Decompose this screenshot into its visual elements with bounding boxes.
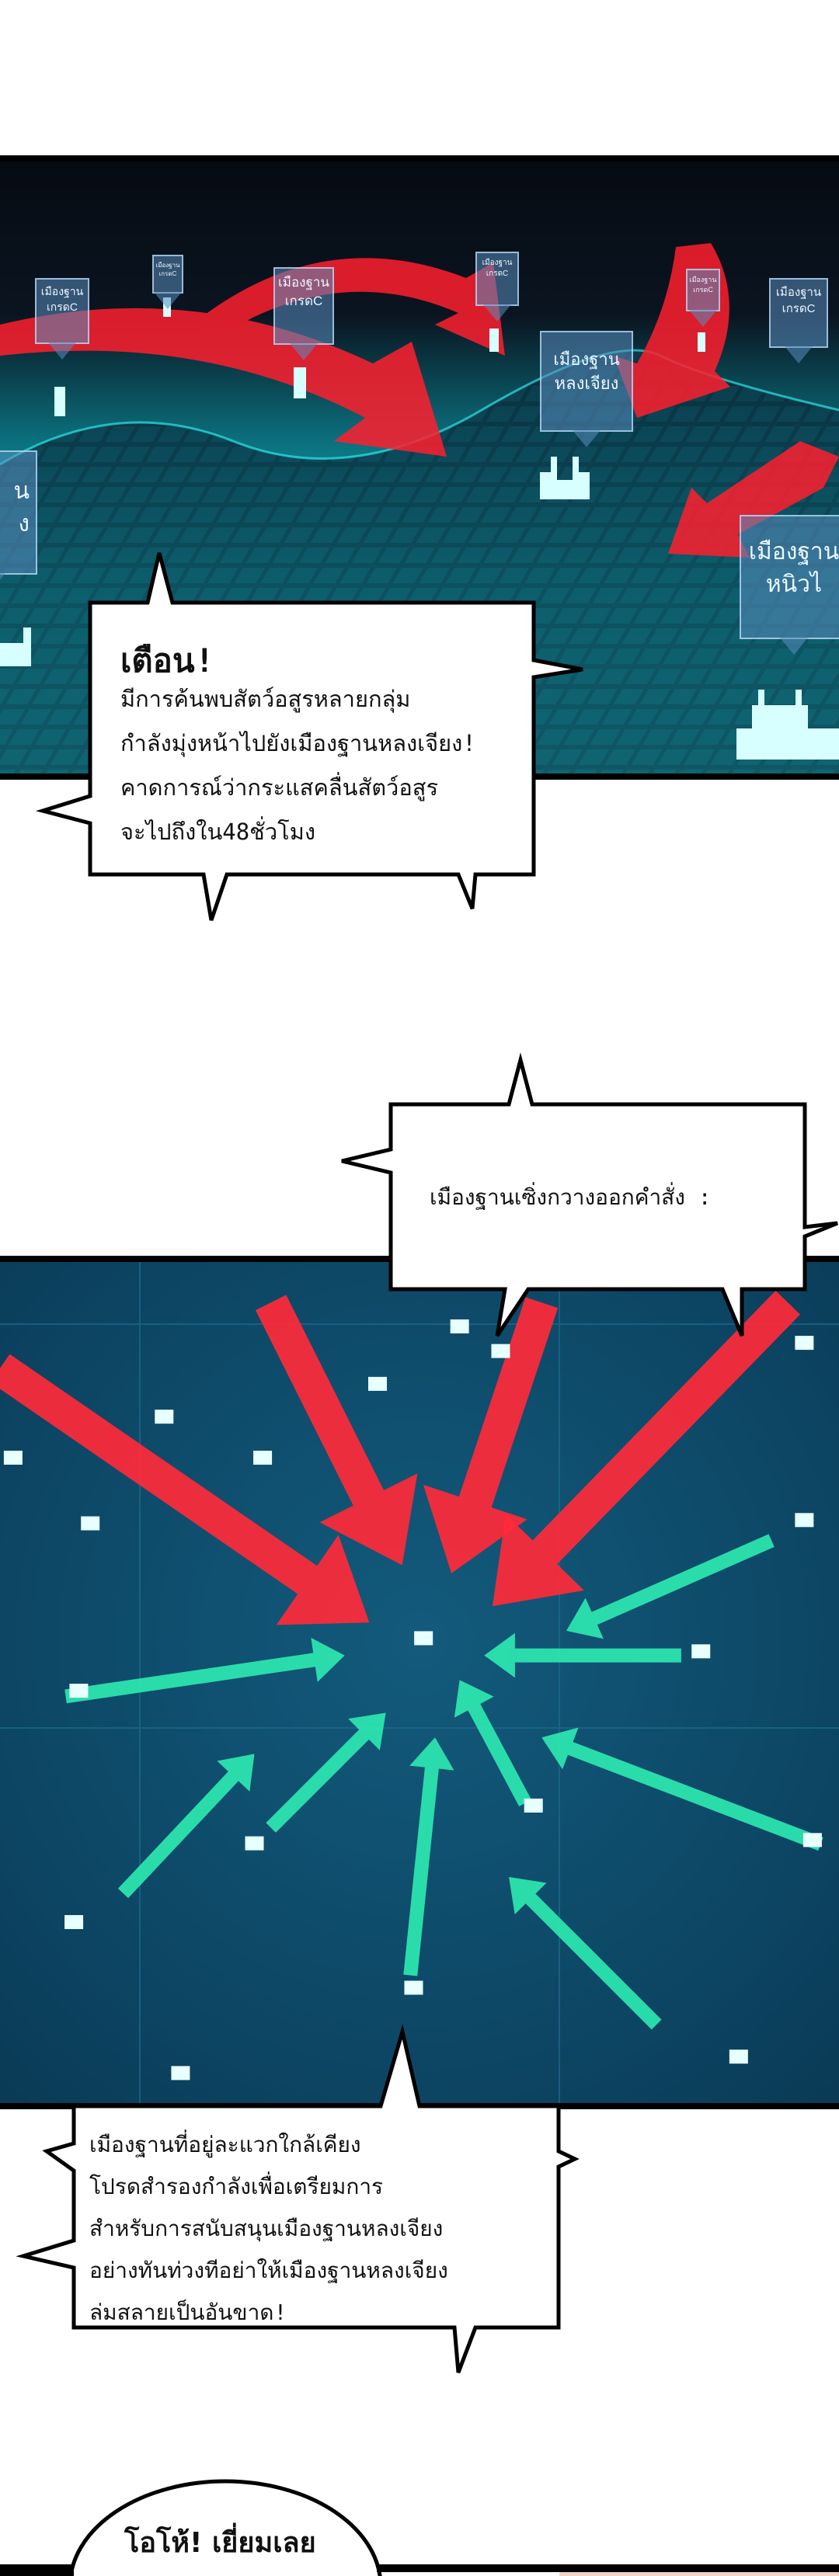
marker-name-2: หลงเจียง [554, 373, 619, 393]
castle-icon [3, 1451, 23, 1465]
castle-icon [691, 1644, 711, 1659]
castle-icon [491, 1344, 510, 1358]
marker-name-2: ง [18, 511, 30, 537]
marker-name: เมืองฐาน [277, 275, 330, 290]
marker-grade: เกรดC [284, 293, 323, 308]
support-arrow [117, 1754, 255, 1899]
castle-icon [253, 1451, 273, 1465]
castle-icon [802, 1833, 822, 1848]
panel-border [0, 2564, 74, 2576]
next-panel-edge [559, 2572, 839, 2576]
marker-name: เมืองฐาน [689, 276, 717, 283]
support-arrow [266, 1712, 386, 1833]
marker-name: เมืองฐาน [482, 259, 513, 267]
castle-icon [0, 627, 31, 666]
notice-line: โปรดสำรองกำลังเพื่อเตรียมการ [89, 2174, 384, 2199]
support-arrow [64, 1637, 345, 1704]
marker-name: เมืองฐาน [40, 285, 84, 297]
castle-icons [0, 297, 839, 760]
support-arrow [541, 1727, 823, 1851]
castle-icon [69, 1684, 89, 1698]
castle-icon [795, 1336, 814, 1351]
marker-name: เมืองฐาน [553, 349, 620, 369]
castle-icon [54, 387, 65, 416]
threat-arrow [423, 1297, 559, 1573]
base-marker-longjiang: เมืองฐานหลงเจียง [540, 331, 633, 432]
castle-icon [171, 2066, 190, 2081]
warning-line: คาดการณ์ว่ากระแสคลื่นสัตว์อสูร [120, 774, 439, 801]
castle-icon [81, 1516, 100, 1531]
notice-body: เมืองฐานที่อยู่ละแวกใกล้เคียง โปรดสำรองก… [89, 2124, 448, 2334]
notice-line: สำหรับการสนับสนุนเมืองฐานหลงเจียง [89, 2216, 444, 2241]
marker-grade: เกรดC [486, 269, 509, 278]
panel-tactical-map [0, 1256, 839, 2109]
support-arrow [454, 1680, 532, 1806]
castle-icon [489, 329, 499, 352]
castle-icon [294, 367, 306, 398]
notice-line: อย่างทันท่วงทีอย่าให้เมืองฐานหลงเจียง [89, 2258, 448, 2283]
warning-body: มีการค้นพบสัตว์อสูรหลายกลุ่ม กำลังมุ่งหน… [120, 677, 476, 854]
support-arrow [403, 1737, 454, 1976]
base-marker-niu: เมืองฐานหนิวไ [740, 515, 839, 639]
castle-icon [404, 1980, 423, 1995]
wow-text: โอโห้! เยี่ยมเลย [124, 2527, 316, 2559]
threat-arrow [492, 1290, 801, 1607]
marker-name: เมืองฐาน [155, 262, 180, 269]
warning-title: เตือน! [120, 641, 214, 680]
castle-icon [729, 2049, 748, 2064]
base-marker: เมืองฐานเกรดC [35, 278, 89, 344]
castle-icon [450, 1319, 469, 1333]
marker-name: เมืองฐาน [748, 539, 839, 565]
support-arrow [484, 1632, 681, 1678]
marker-grade: เกรดC [47, 300, 78, 313]
base-marker: เมืองฐานเกรดC [475, 252, 519, 306]
support-arrow [566, 1534, 775, 1639]
map-arrows [0, 1262, 839, 2103]
marker-grade: เกรดC [158, 270, 177, 278]
warning-line: จะไปถึงใน48ชั่วโมง [120, 819, 316, 845]
marker-name: เมืองฐาน [775, 286, 822, 299]
support-arrow [509, 1876, 662, 2030]
order-text: เมืองฐานเซิ่งกวางออกคำสั่ง : [430, 1184, 712, 1210]
castle-icon [245, 1836, 264, 1851]
threat-arrow [255, 1295, 418, 1566]
panel-border [377, 2564, 839, 2572]
notice-line: ล่มสลายเป็นอันขาด! [89, 2300, 287, 2325]
castle-icon [540, 457, 590, 499]
warning-line: มีการค้นพบสัตว์อสูรหลายกลุ่ม [120, 686, 411, 712]
base-marker-partial: นง [0, 450, 37, 575]
castle-icon [367, 1376, 387, 1391]
castle-icon [414, 1631, 433, 1646]
base-marker: เมืองฐานเกรดC [152, 255, 183, 294]
threat-arrow [0, 1354, 370, 1625]
castle-icon [64, 1914, 84, 1929]
notice-line: เมืองฐานที่อยู่ละแวกใกล้เคียง [89, 2132, 361, 2157]
castle-icon [155, 1410, 174, 1424]
castle-icon [524, 1798, 543, 1813]
base-marker: เมืองฐานเกรดC [273, 267, 334, 345]
marker-grade: เกรดC [782, 302, 816, 315]
castle-icon [736, 690, 839, 760]
marker-name: น [13, 478, 30, 504]
marker-name-2: หนิวไ [765, 572, 823, 597]
base-marker: เมืองฐานเกรดC [686, 269, 720, 311]
warning-line: กำลังมุ่งหน้าไปยังเมืองฐานหลงเจียง! [120, 730, 476, 756]
threat-arrow [0, 308, 447, 457]
marker-grade: เกรดC [693, 285, 713, 294]
threat-arrow [668, 441, 839, 558]
base-marker: เมืองฐานเกรดC [769, 278, 828, 348]
castle-icon [698, 332, 705, 352]
castle-icon [795, 1513, 814, 1528]
